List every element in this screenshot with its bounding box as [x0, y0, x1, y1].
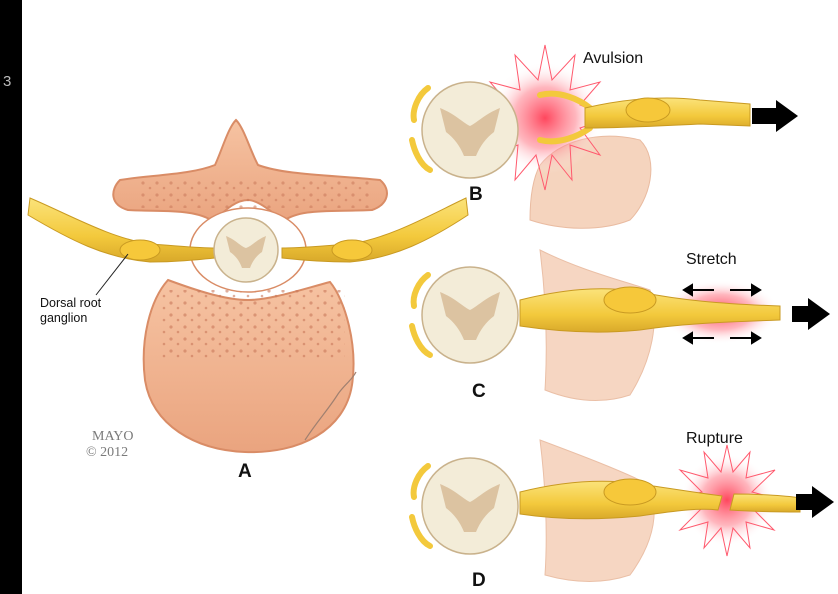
traction-arrow-d — [796, 486, 834, 518]
ganglion-label-line1: Dorsal root — [40, 296, 102, 310]
dorsal-root-ganglion-right — [332, 240, 372, 260]
ganglion-label-line2: ganglion — [40, 311, 87, 325]
bone-texture — [160, 290, 345, 360]
panel-d-letter: D — [472, 570, 486, 591]
traction-arrow-c — [792, 298, 830, 330]
ganglion-b — [626, 98, 670, 122]
panel-c-caption: Stretch — [686, 251, 737, 268]
panel-c-letter: C — [472, 381, 486, 402]
credit-line2: © 2012 — [86, 445, 128, 460]
traction-arrow-b — [752, 100, 798, 132]
panel-a-vertebra — [28, 120, 468, 452]
credit-line1: MAYO — [92, 429, 134, 444]
ganglion-pointer-line — [96, 254, 128, 295]
edge-character: 3 — [3, 73, 11, 90]
panel-b-letter: B — [469, 184, 483, 205]
panel-a-letter: A — [238, 461, 252, 482]
panel-c-stretch — [412, 250, 830, 400]
panel-d-caption: Rupture — [686, 430, 743, 447]
ganglion-d — [604, 479, 656, 505]
panel-d-rupture — [412, 440, 834, 581]
nerve-d-distal — [730, 494, 800, 512]
arch-texture — [140, 180, 370, 208]
ganglion-c — [604, 287, 656, 313]
panel-b-caption: Avulsion — [583, 50, 643, 67]
